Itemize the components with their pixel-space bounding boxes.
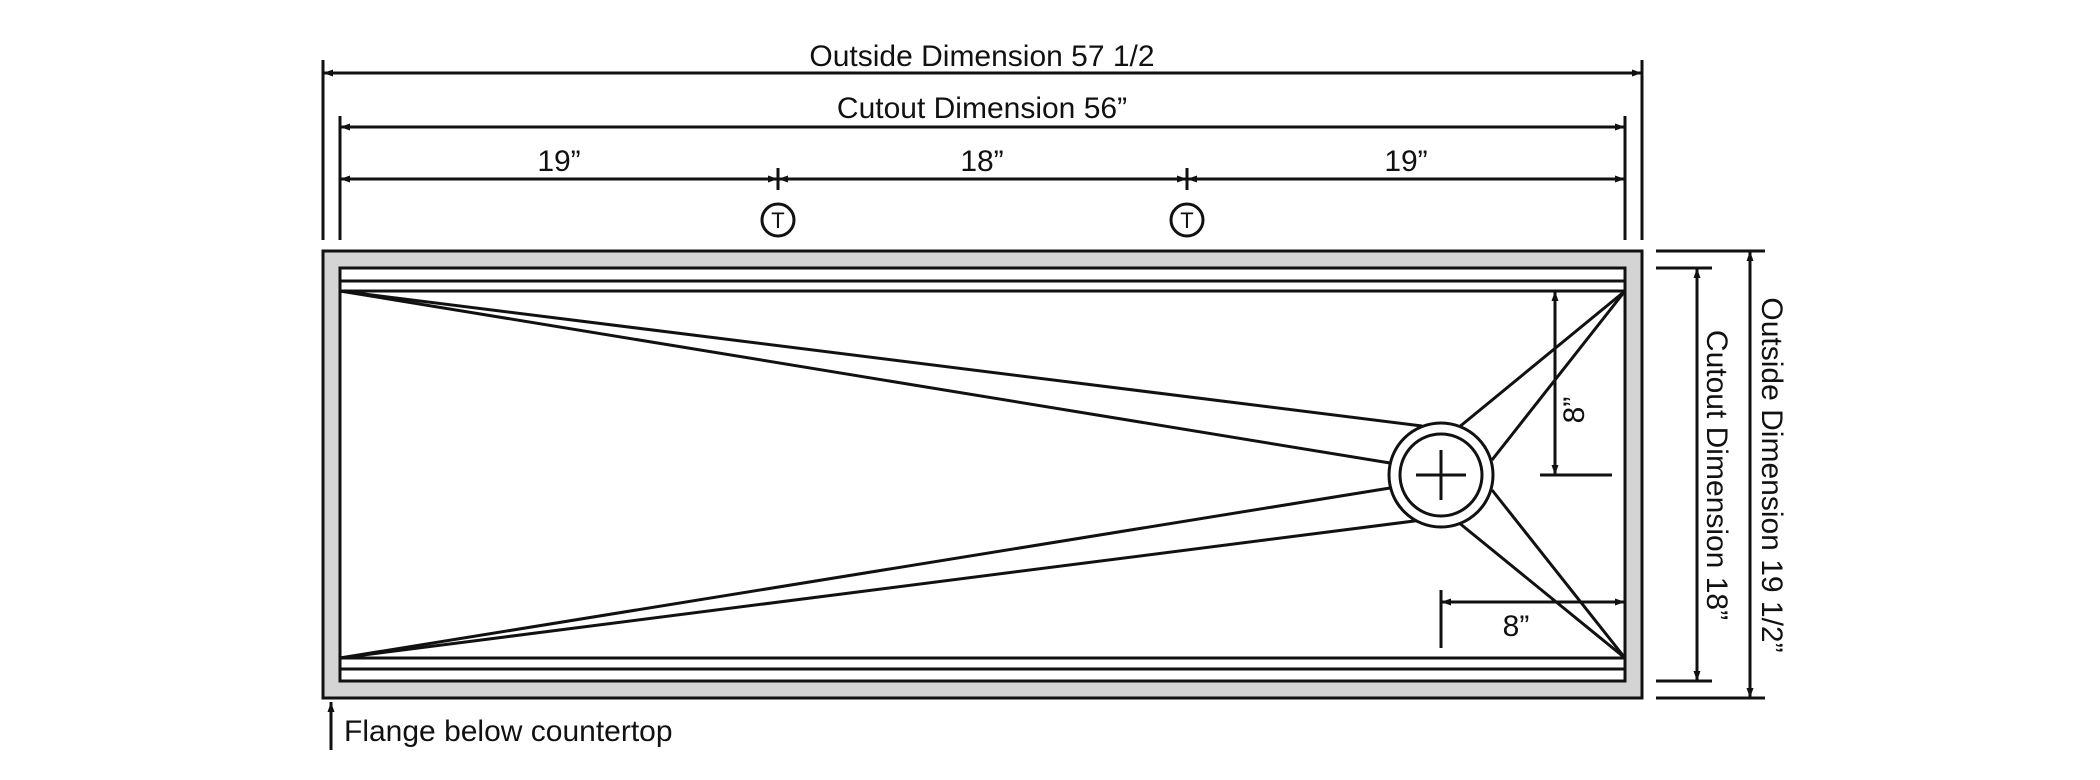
segment-middle-label: 18” (960, 145, 1003, 178)
slope-line (339, 518, 1423, 660)
cutout-width-label: Cutout Dimension 56” (837, 92, 1127, 125)
drain-horizontal-offset-label: 8” (1503, 610, 1530, 643)
slope-line (339, 289, 1423, 428)
drain-vertical-offset-label: 8” (1558, 397, 1591, 424)
outside-height-label: Outside Dimension 19 1/2” (1755, 297, 1788, 652)
tap-hole-icon (760, 202, 796, 238)
segment-right-label: 19” (1384, 145, 1427, 178)
flange-note: Flange below countertop (344, 715, 673, 748)
tap-left-marker: T (771, 208, 784, 233)
slope-line (1457, 289, 1626, 430)
slope-line (1490, 489, 1627, 659)
slope-line (1490, 290, 1627, 461)
slope-line (339, 289, 1391, 465)
tap-hole-icon (1169, 202, 1205, 238)
slope-line (1457, 520, 1626, 660)
slope-line (339, 486, 1391, 660)
outside-width-label: Outside Dimension 57 1/2 (809, 40, 1154, 73)
cutout-height-label: Cutout Dimension 18” (1700, 330, 1733, 620)
segment-left-label: 19” (537, 145, 580, 178)
drain-cross-icon (1387, 421, 1495, 529)
tap-right-marker: T (1180, 208, 1193, 233)
